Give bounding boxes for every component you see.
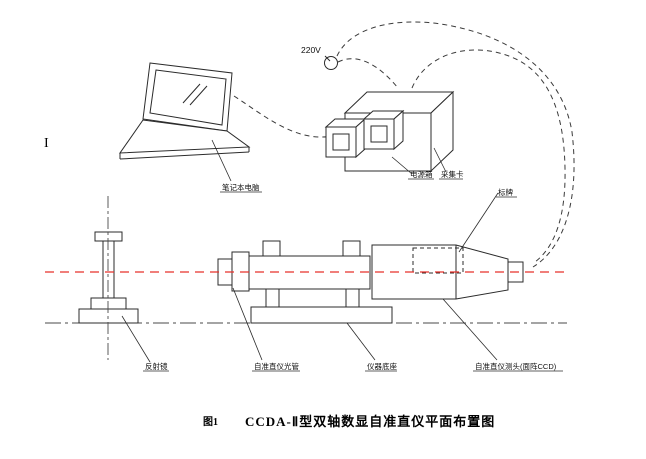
tube-support: [265, 288, 280, 308]
capture-card-label: 采集卡: [441, 169, 464, 179]
mirror-plate: [102, 240, 115, 299]
plug-circle: [324, 56, 338, 70]
mirror-pedestal: [90, 297, 127, 310]
cable-arc-inner: [411, 49, 566, 263]
leader-nameplate: [458, 192, 499, 253]
leader-reflector: [121, 315, 151, 363]
leader-capture-card: [433, 147, 447, 173]
leader-collimator-tube: [232, 287, 263, 361]
collimator-tube-label: 自准直仪光管: [254, 361, 299, 371]
caption-prefix: 图1: [203, 416, 218, 428]
port-capture: [362, 109, 405, 151]
reflector-label: 反射镜: [145, 361, 168, 371]
port-frame: [325, 126, 357, 158]
leader-laptop: [211, 139, 232, 182]
laptop-base-edge: [119, 151, 250, 160]
box-side-face: [430, 90, 454, 173]
reflector-mirror: [78, 231, 139, 324]
leader-power-box: [391, 156, 413, 175]
port-power: [324, 117, 367, 159]
port-slot: [332, 133, 350, 151]
laptop-label: 笔记本电脑: [222, 182, 260, 192]
caption-title: CCDA-Ⅱ型双轴数显自准直仪平面布置图: [245, 414, 495, 429]
nameplate-label: 标牌: [498, 187, 513, 197]
screen-glare-icon: [189, 85, 208, 106]
cable-plug-to-box: [337, 58, 399, 89]
leader-measuring-head: [442, 298, 498, 361]
port-frame: [363, 118, 395, 150]
tube-clamp-knob: [342, 240, 361, 257]
port-slot: [370, 125, 388, 143]
collimator-tube-assembly: [217, 240, 393, 324]
mirror-cap: [94, 231, 123, 242]
laptop-keyboard-base: [119, 119, 251, 154]
tube-support: [345, 288, 360, 308]
instrument-base-plate: [250, 306, 393, 324]
laptop: [119, 62, 251, 160]
power-box-label: 电源箱: [410, 169, 433, 179]
mirror-base: [78, 308, 139, 324]
stray-cursor-mark: I: [44, 136, 49, 151]
cable-arc-outer: [336, 21, 575, 268]
nameplate-outline: [412, 247, 464, 274]
voltage-label: 220V: [301, 45, 321, 55]
cable-laptop-to-box: [233, 95, 345, 138]
instrument-base-label: 仪器底座: [367, 361, 397, 371]
screen-glare-icon: [182, 83, 201, 104]
measuring-head-label: 自准直仪测头(面阵CCD): [475, 361, 557, 371]
leader-instrument-base: [346, 322, 376, 361]
tube-clamp-knob: [262, 240, 281, 257]
plug-prong-icon: [324, 55, 331, 62]
